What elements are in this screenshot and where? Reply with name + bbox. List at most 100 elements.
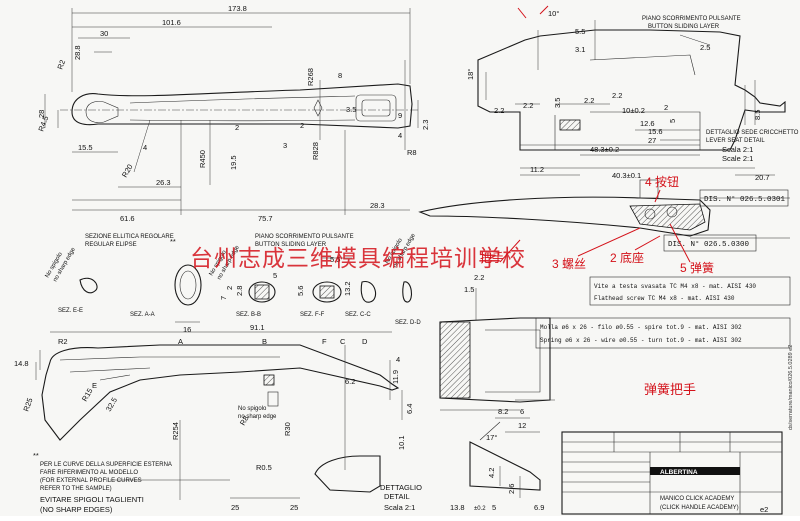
title-en: (CLICK HANDLE ACADEMY): [660, 505, 739, 511]
svg-text:2: 2: [225, 286, 234, 290]
annotation-spring-handle: 弹簧把手: [644, 382, 696, 397]
section-label-a: SEZ. A-A: [130, 312, 155, 318]
svg-text:91.1: 91.1: [250, 323, 265, 332]
handle-outline-top: [71, 83, 413, 129]
svg-text:6.2: 6.2: [345, 377, 355, 386]
svg-text:no sharp edge: no sharp edge: [238, 414, 277, 420]
svg-text:25: 25: [231, 503, 239, 512]
spring-spec-en: Spring ø6 x 26 - wire ø0.55 - turn tot.9…: [540, 337, 742, 344]
svg-text:R450: R450: [198, 150, 207, 168]
drawing-number-box-1: [699, 189, 789, 207]
svg-text:5.5: 5.5: [330, 255, 340, 264]
detail-title-it: DETTAGLIO SEDE CRICCHETTO: [706, 130, 799, 136]
svg-text:12: 12: [518, 421, 526, 430]
svg-text:3.1: 3.1: [575, 45, 585, 54]
svg-text:11.2: 11.2: [530, 165, 544, 174]
svg-text:18°: 18°: [466, 69, 475, 80]
section-label-f: SEZ. F-F: [300, 312, 325, 318]
annotation-screw: 3 螺丝: [552, 257, 586, 271]
svg-text:2.6: 2.6: [507, 484, 516, 494]
detail-view: DETTAGLIO DETAIL Scala 2:1: [314, 417, 541, 512]
svg-text:173.8: 173.8: [228, 4, 247, 13]
svg-text:R8: R8: [407, 148, 417, 157]
note-line-2: FARE RIFERIMENTO AL MODELLO: [40, 470, 138, 476]
front-view: [35, 331, 403, 500]
brand-name: ALBERTINA: [660, 469, 698, 476]
section-e-e-shape: [79, 277, 98, 294]
svg-text:13.8: 13.8: [450, 503, 465, 512]
svg-text:10±0.2: 10±0.2: [622, 106, 645, 115]
svg-text:**: **: [170, 237, 176, 246]
svg-text:40.3±0.1: 40.3±0.1: [612, 171, 641, 180]
note-line-4: REFER TO THE SAMPLE): [40, 486, 112, 492]
section-a-a-shape: [174, 264, 202, 306]
svg-text:6.9: 6.9: [534, 503, 544, 512]
note-line-3: (FOR EXTERNAL PROFILE CURVES: [40, 478, 142, 484]
screw-spec-it: Vite a testa svasata TC M4 x8 - mat. AIS…: [594, 283, 756, 290]
svg-text:R20: R20: [120, 163, 135, 179]
right-view-title-en: BUTTON SLIDING LAYER: [648, 24, 720, 30]
right-view-text: PIANO SCORRIMENTO PULSANTE BUTTON SLIDIN…: [466, 9, 799, 182]
revision: e2: [760, 505, 768, 514]
svg-text:R828: R828: [311, 142, 320, 160]
detail-profile: [314, 455, 381, 493]
sections-dimensions: 16 2 5.5 5.6 5 13.2 1.5 7 2.8 2.2: [183, 255, 484, 334]
svg-text:E: E: [92, 381, 97, 390]
section-b-b-shape: [248, 281, 276, 303]
svg-text:8.5: 8.5: [753, 110, 762, 120]
svg-text:4: 4: [396, 355, 400, 364]
svg-text:2.3: 2.3: [421, 120, 430, 130]
section-c-c-shape: [360, 281, 377, 303]
note-line-6: (NO SHARP EDGES): [40, 505, 113, 514]
section-label-d: SEZ. D-D: [395, 320, 421, 326]
svg-text:11.9: 11.9: [391, 370, 400, 384]
handle-outline-front: [41, 344, 400, 441]
svg-text:2.2: 2.2: [523, 101, 533, 110]
svg-text:2.5: 2.5: [700, 43, 710, 52]
svg-text:26.3: 26.3: [156, 178, 171, 187]
school-watermark: 台州志成三维模具编程培训学校: [190, 245, 526, 271]
svg-text:30: 30: [100, 29, 108, 38]
top-view: [44, 8, 420, 215]
svg-text:R30: R30: [283, 422, 292, 436]
title-block: ALBERTINA MANICO CLICK ACADEMY (CLICK HA…: [561, 345, 794, 515]
svg-text:No spigolo: No spigolo: [238, 406, 267, 412]
svg-text:1.5: 1.5: [464, 285, 474, 294]
svg-text:2.8: 2.8: [235, 286, 244, 296]
red-annotations: 把手 3 螺丝 2 底座 5 弹簧 4 按钮 弹簧把手: [480, 174, 714, 397]
svg-text:28.3: 28.3: [370, 201, 385, 210]
detail-scale: Scala 2:1: [384, 503, 415, 512]
svg-text:F: F: [322, 337, 327, 346]
right-view-title-it: PIANO SCORRIMENTO PULSANTE: [642, 16, 741, 22]
parts-references: DIS. N° 026.5.0301 DIS. N° 026.5.0300 Vi…: [535, 189, 791, 349]
annotation-handle: 把手: [480, 251, 504, 265]
screw-spec-en: Flathead screw TC M4 x8 - mat. AISI 430: [594, 295, 735, 302]
section-label-e: SEZ. E-E: [58, 308, 83, 314]
svg-text:2.2: 2.2: [612, 91, 622, 100]
svg-text:101.6: 101.6: [162, 18, 181, 27]
svg-text:4.2: 4.2: [487, 468, 496, 478]
svg-text:20.7: 20.7: [755, 173, 770, 182]
drawing-number-1: DIS. N° 026.5.0301: [704, 195, 786, 204]
svg-text:2.2: 2.2: [474, 273, 484, 282]
svg-text:10°: 10°: [548, 9, 559, 18]
section-label-c: SEZ. C-C: [345, 312, 371, 318]
svg-text:6.4: 6.4: [405, 404, 414, 414]
detail-d-d: [439, 288, 555, 411]
svg-text:17°: 17°: [486, 433, 497, 442]
right-view: [477, 5, 786, 176]
handle-assembly-profile: [418, 196, 711, 237]
section-sliding-en: BUTTON SLIDING LAYER: [255, 242, 327, 248]
svg-text:15.5: 15.5: [78, 143, 93, 152]
section-ellipse-it: SEZIONE ELLITICA REGOLARE: [85, 234, 174, 240]
annotation-spring: 5 弹簧: [680, 260, 714, 275]
svg-text:27: 27: [648, 136, 656, 145]
svg-text:61.6: 61.6: [120, 214, 135, 223]
annotation-base: 2 底座: [610, 250, 644, 265]
svg-text:5: 5: [668, 119, 677, 123]
svg-text:16: 16: [183, 325, 191, 334]
svg-text:32.5: 32.5: [104, 396, 119, 413]
svg-text:3.5: 3.5: [553, 98, 562, 108]
drawing-number-box-2: [663, 234, 757, 252]
